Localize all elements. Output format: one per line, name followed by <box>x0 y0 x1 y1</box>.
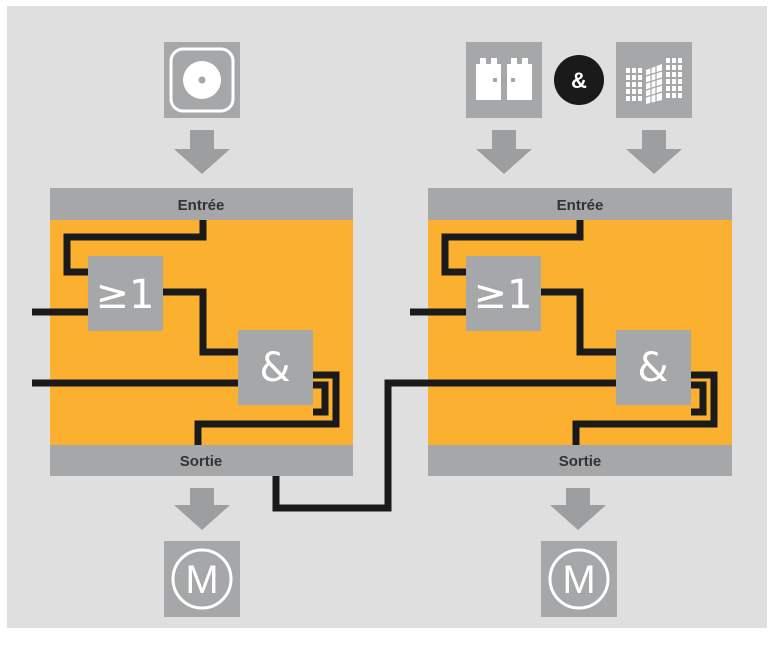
left-output-label: Sortie <box>180 453 223 470</box>
right-output-label: Sortie <box>559 453 602 470</box>
input-arrow <box>174 130 230 174</box>
window-grid-icon <box>616 42 692 118</box>
right-motor-icon <box>541 541 617 617</box>
left-input-bar <box>50 188 353 220</box>
right-motor-label: M <box>562 558 595 602</box>
door-contact-icon <box>466 42 542 118</box>
combine-and-icon <box>554 55 604 105</box>
left-output-bar <box>50 445 353 476</box>
right-or-gate <box>466 256 541 331</box>
left-and-gate-label: & <box>259 345 290 391</box>
right-module: & <box>410 42 732 617</box>
left-or-gate <box>88 256 163 331</box>
output-arrow <box>174 488 230 530</box>
input-arrow-left <box>476 130 532 174</box>
left-and-gate <box>238 330 313 405</box>
disc-switch-icon <box>164 42 240 118</box>
motor-icon <box>164 541 240 617</box>
right-input-bar <box>428 188 732 220</box>
right-output-arrow <box>550 488 606 530</box>
left-motor-label: M <box>185 558 218 602</box>
right-or-gate-label: ≥1 <box>474 272 533 318</box>
inter-module-wire <box>272 379 428 512</box>
right-and-gate <box>616 330 691 405</box>
right-wires <box>410 220 718 445</box>
right-output-bar <box>428 445 732 476</box>
left-input-label: Entrée <box>178 197 225 214</box>
combine-and-label: & <box>571 68 587 93</box>
left-wires <box>32 220 340 445</box>
right-input-label: Entrée <box>557 197 604 214</box>
right-and-gate-label: & <box>637 345 668 391</box>
input-arrow-right <box>626 130 682 174</box>
left-module: Entrée Sortie ≥1 & <box>32 42 353 617</box>
left-or-gate-label: ≥1 <box>96 272 155 318</box>
